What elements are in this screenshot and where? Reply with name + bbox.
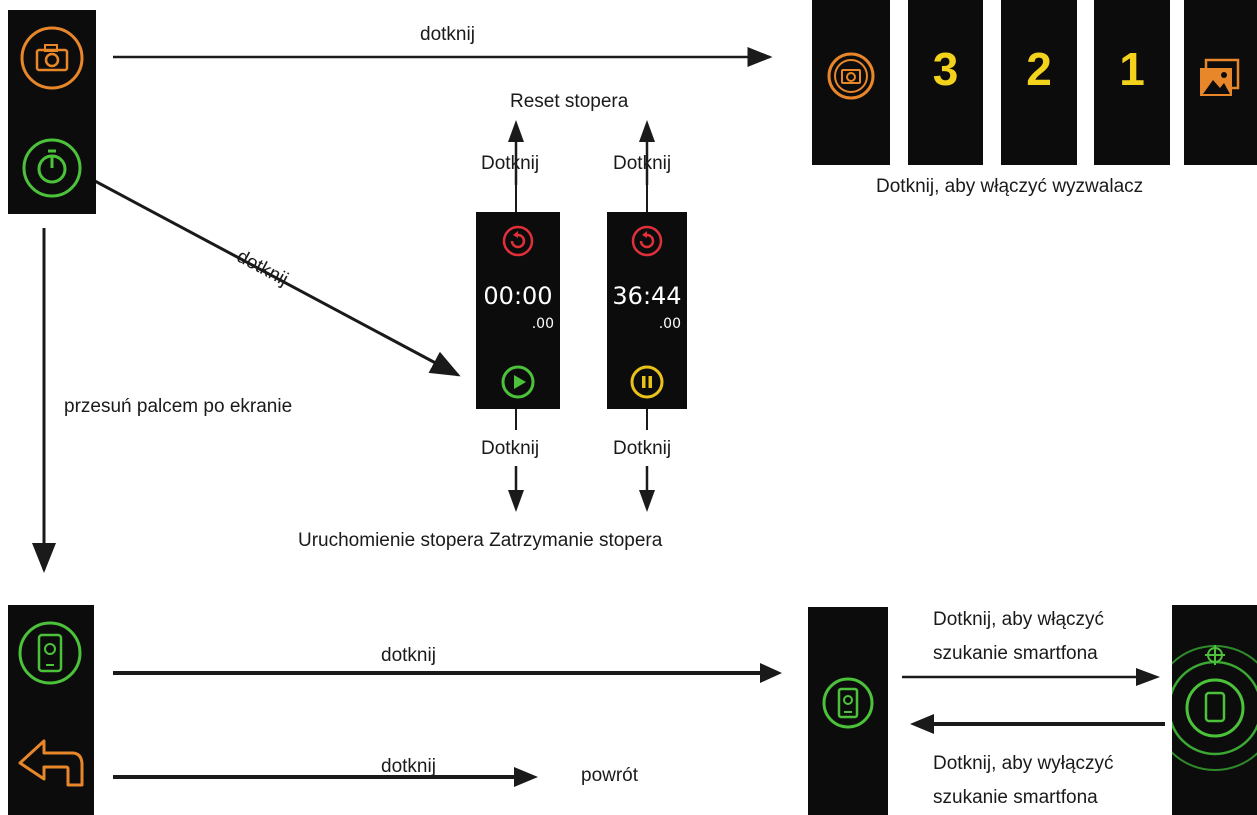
timer-ms: .00: [531, 316, 554, 332]
tap-label-bottom-right: Dotknij: [613, 438, 672, 459]
stopwatch-icon[interactable]: [18, 132, 86, 205]
pause-icon[interactable]: [629, 364, 665, 405]
countdown-screen-3: 3: [908, 0, 983, 165]
countdown-digit: 2: [1026, 43, 1052, 95]
start-stop-caption: Uruchomienie stopera Zatrzymanie stopera: [298, 530, 663, 551]
reset-icon[interactable]: [501, 224, 535, 263]
stopwatch-idle-screen: 00:00 .00: [476, 212, 560, 409]
reset-icon[interactable]: [630, 224, 664, 263]
countdown-screen-1: 1: [1094, 0, 1170, 165]
find-on-line-2: szukanie smartfona: [933, 643, 1098, 664]
play-icon[interactable]: [500, 364, 536, 405]
tap-label-back: dotknij: [381, 756, 436, 777]
arrow-stopwatch-diagonal: [92, 178, 461, 377]
tap-label-bottom-left: Dotknij: [481, 438, 540, 459]
camera-icon[interactable]: [18, 24, 86, 97]
timer-ms: .00: [658, 316, 681, 332]
gallery-icon: [1196, 56, 1242, 107]
reset-label: Reset stopera: [510, 91, 629, 112]
phone-icon[interactable]: [820, 675, 876, 736]
countdown-digit: 3: [932, 43, 959, 95]
find-phone-icon[interactable]: [1172, 633, 1257, 788]
find-on-line-1: Dotknij, aby włączyć: [933, 609, 1105, 630]
timer-display: 36:44: [612, 282, 682, 310]
camera-icon: [825, 50, 877, 107]
find-off-line-2: szukanie smartfona: [933, 787, 1098, 808]
find-phone-active-screen: [1172, 605, 1257, 815]
countdown-camera-screen: [812, 0, 890, 165]
swipe-label: przesuń palcem po ekranie: [64, 396, 293, 417]
find-phone-screen: [808, 607, 888, 815]
back-label: powrót: [581, 765, 639, 786]
tap-label-camera: dotknij: [420, 24, 475, 45]
gallery-screen: [1184, 0, 1257, 165]
tap-label-top-right: Dotknij: [613, 153, 672, 174]
menu-screen-phone-back: [8, 605, 94, 815]
countdown-digit: 1: [1119, 43, 1145, 95]
menu-screen-camera-stopwatch: [8, 10, 96, 214]
back-arrow-icon[interactable]: [16, 733, 86, 798]
find-off-line-1: Dotknij, aby wyłączyć: [933, 753, 1114, 774]
tap-label-phone: dotknij: [381, 645, 436, 666]
stopwatch-running-screen: 36:44 .00: [607, 212, 687, 409]
countdown-screen-2: 2: [1001, 0, 1077, 165]
tap-label-top-left: Dotknij: [481, 153, 540, 174]
phone-icon[interactable]: [16, 619, 84, 692]
timer-display: 00:00: [483, 282, 553, 310]
trigger-caption: Dotknij, aby włączyć wyzwalacz: [876, 176, 1144, 197]
